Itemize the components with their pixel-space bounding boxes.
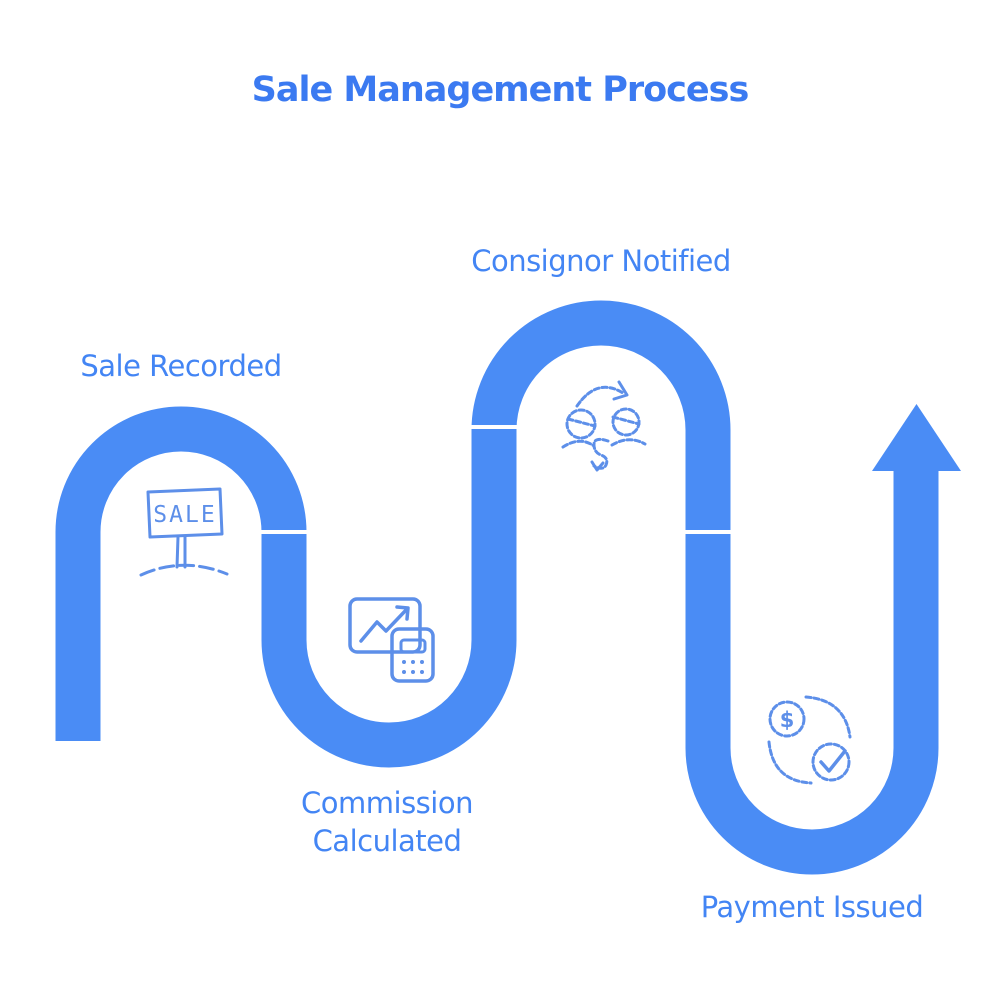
step-label-commission-calculated: Commission Calculated — [301, 786, 473, 858]
step-label-consignor-notified: Consignor Notified — [471, 244, 731, 278]
sale-sign-icon: SALE — [139, 487, 229, 577]
process-path-ribbon — [55, 300, 939, 875]
coin-dollar-text: $ — [780, 708, 795, 732]
calculator-keys — [402, 660, 424, 674]
segment-dividers — [259, 425, 733, 534]
sale-sign-text: SALE — [153, 502, 216, 528]
chart-calculator-icon — [348, 597, 435, 683]
money-transfer-icon — [561, 380, 647, 472]
page-title: Sale Management Process — [251, 70, 750, 110]
process-path — [55, 300, 961, 875]
step-label-payment-issued: Payment Issued — [700, 890, 924, 924]
flow-arrowhead-icon — [872, 404, 961, 471]
step-label-sale-recorded: Sale Recorded — [80, 349, 282, 383]
payment-check-icon: $ — [767, 695, 852, 785]
